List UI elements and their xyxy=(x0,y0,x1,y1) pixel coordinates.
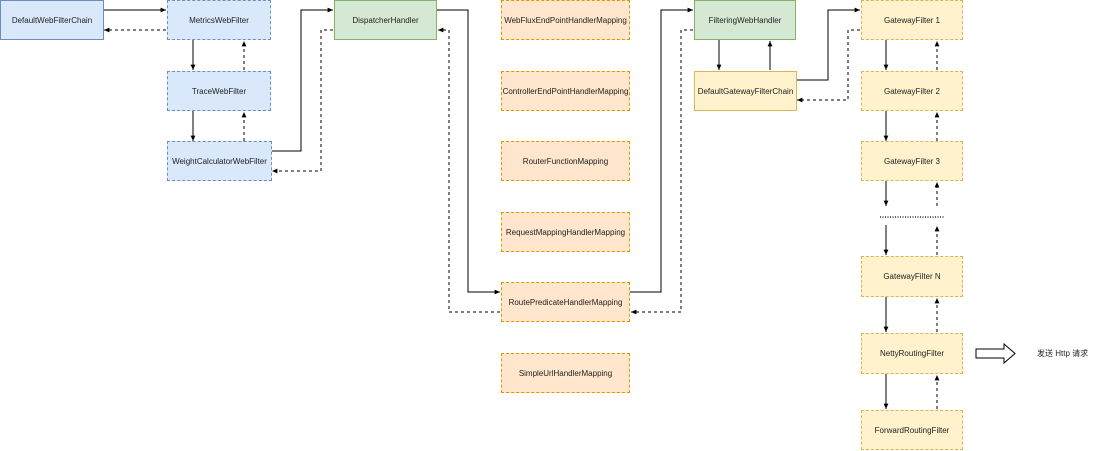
filtering-web-handler-node[interactable]: FilteringWebHandler xyxy=(694,0,796,40)
gateway-filter-2-node[interactable]: GatewayFilter 2 xyxy=(861,71,963,111)
route-predicate-handler-mapping-node[interactable]: RoutePredicateHandlerMapping xyxy=(501,282,630,322)
gateway-filter-1-node[interactable]: GatewayFilter 1 xyxy=(861,0,963,40)
forward-routing-filter-node[interactable]: ForwardRoutingFilter xyxy=(861,410,963,450)
edge-weight-to-dispatcher xyxy=(272,7,333,152)
dispatcher-handler-node[interactable]: DispatcherHandler xyxy=(334,0,437,40)
edge-filter-1-to-gateway-chain-return xyxy=(797,29,860,103)
trace-web-filter-node[interactable]: TraceWebFilter xyxy=(167,71,271,111)
edge-route-predicate-to-dispatcher-return xyxy=(438,27,500,313)
default-gateway-filter-chain-node[interactable]: DefaultGatewayFilterChain xyxy=(694,71,797,111)
edge-route-predicate-to-filtering xyxy=(630,7,693,293)
request-mapping-handler-mapping-node[interactable]: RequestMappingHandlerMapping xyxy=(501,212,630,252)
edge-filtering-to-route-predicate-return xyxy=(631,29,693,315)
simple-url-handler-mapping-node[interactable]: SimpleUrlHandlerMapping xyxy=(501,353,630,393)
controller-endpoint-handler-mapping-node[interactable]: ControllerEndPointHandlerMapping xyxy=(501,71,630,111)
default-web-filter-chain-node[interactable]: DefaultWebFilterChain xyxy=(0,0,104,40)
edge-dispatcher-to-weight-return xyxy=(272,29,333,174)
gateway-filter-3-node[interactable]: GatewayFilter 3 xyxy=(861,141,963,181)
weight-calculator-web-filter-node[interactable]: WeightCalculatorWebFilter xyxy=(167,141,272,181)
edge-dispatcher-to-route-predicate xyxy=(437,9,500,295)
send-http-request-label: 发送 Http 请求 xyxy=(1037,349,1089,358)
netty-routing-filter-node[interactable]: NettyRoutingFilter xyxy=(861,333,963,374)
send-request-arrow xyxy=(975,342,1016,365)
gateway-filter-n-node[interactable]: GatewayFilter N xyxy=(861,256,963,297)
metrics-web-filter-node[interactable]: MetricsWebFilter xyxy=(167,0,271,40)
router-function-mapping-node[interactable]: RouterFunctionMapping xyxy=(501,141,630,181)
webflux-endpoint-handler-mapping-node[interactable]: WebFluxEndPointHandlerMapping xyxy=(501,0,630,40)
edge-gateway-chain-to-filter-1 xyxy=(797,7,860,81)
